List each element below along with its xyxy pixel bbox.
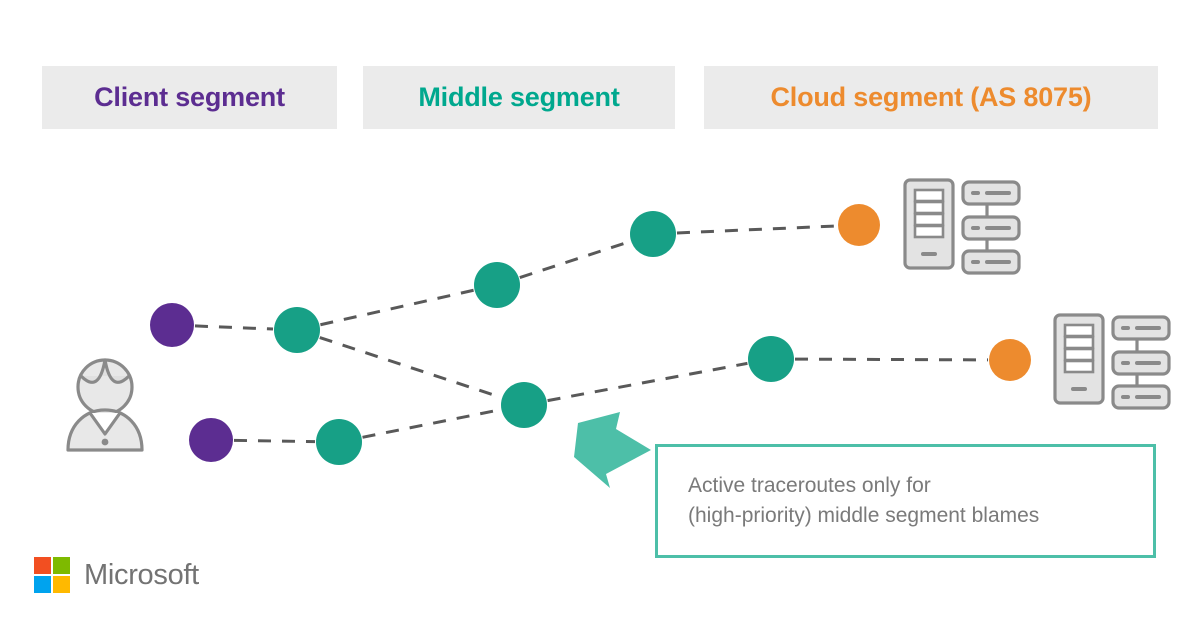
- segment-header-cloud: Cloud segment (AS 8075): [704, 66, 1158, 129]
- path-node-middle: [630, 211, 676, 257]
- path-node-client: [150, 303, 194, 347]
- segment-header-cloud-label: Cloud segment (AS 8075): [770, 82, 1092, 112]
- segment-header-client-label: Client segment: [94, 82, 285, 112]
- callout-box: Active traceroutes only for (high-priori…: [655, 444, 1156, 558]
- logo-square-bottom-left: [34, 576, 51, 593]
- callout-line-2: (high-priority) middle segment blames: [688, 504, 1040, 527]
- path-node-cloud: [989, 339, 1031, 381]
- path-link: [233, 438, 316, 444]
- cloud-server-icon-bottom: [1053, 313, 1171, 410]
- microsoft-wordmark: Microsoft: [84, 558, 199, 591]
- path-nodes: [150, 204, 1031, 465]
- path-node-cloud: [838, 204, 880, 246]
- path-link: [362, 408, 501, 439]
- path-link: [794, 357, 989, 362]
- path-link: [519, 240, 631, 279]
- path-link: [547, 361, 748, 403]
- logo-square-top-right: [53, 557, 70, 574]
- teal-arrow-icon: [574, 412, 651, 488]
- logo-square-top-left: [34, 557, 51, 574]
- path-node-client: [189, 418, 233, 462]
- client-user-icon: [66, 358, 144, 452]
- microsoft-logo: Microsoft: [34, 557, 199, 593]
- path-link: [320, 288, 474, 327]
- logo-square-bottom-right: [53, 576, 70, 593]
- cloud-server-icon-top: [903, 178, 1021, 275]
- segment-header-client: Client segment: [42, 66, 337, 129]
- path-node-middle: [501, 382, 547, 428]
- path-node-middle: [748, 336, 794, 382]
- path-link: [676, 224, 838, 235]
- path-links: [194, 224, 989, 444]
- path-link: [319, 336, 502, 399]
- path-node-middle: [474, 262, 520, 308]
- microsoft-logo-icon: [34, 557, 70, 593]
- path-node-middle: [274, 307, 320, 353]
- segment-header-middle: Middle segment: [363, 66, 675, 129]
- path-node-middle: [316, 419, 362, 465]
- path-link: [194, 324, 274, 331]
- callout-line-1: Active traceroutes only for: [688, 474, 931, 497]
- segment-header-middle-label: Middle segment: [418, 82, 620, 112]
